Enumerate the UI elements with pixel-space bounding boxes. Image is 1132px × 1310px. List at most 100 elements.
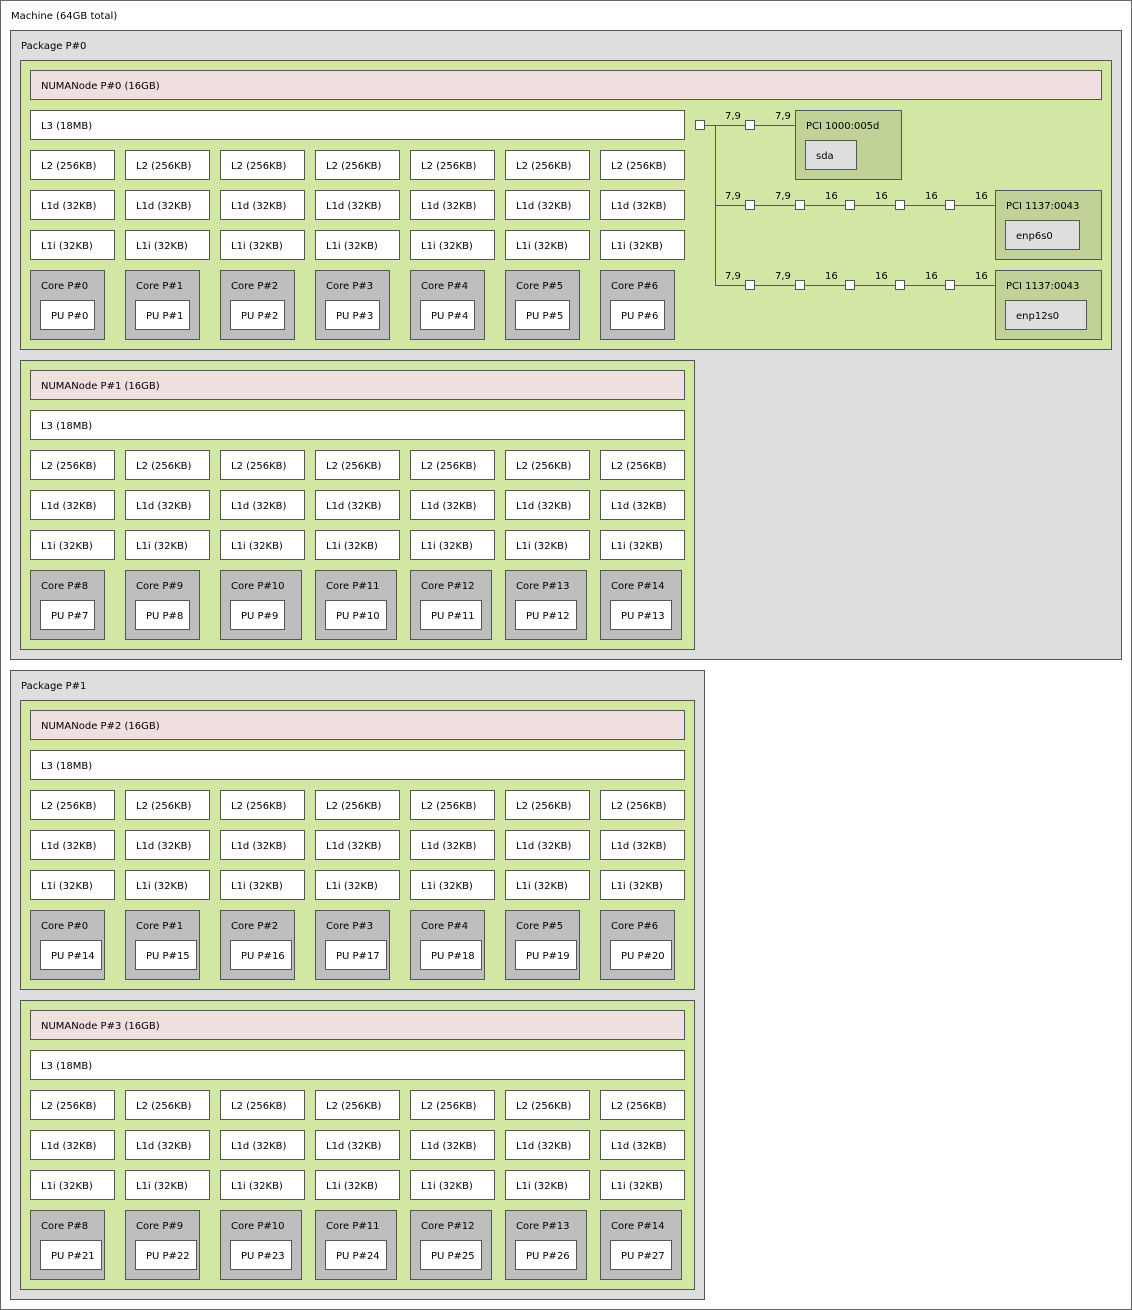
- pci-bridge-icon: [745, 200, 755, 210]
- l2-cache: L2 (256KB): [30, 450, 115, 480]
- l2-cache: L2 (256KB): [505, 1090, 590, 1120]
- core-label: Core P#4: [421, 921, 469, 932]
- core-label: Core P#2: [231, 921, 279, 932]
- l2-cache-label: L2 (256KB): [421, 801, 477, 812]
- pu: PU P#0: [40, 300, 95, 330]
- pu-label: PU P#19: [526, 951, 570, 962]
- l2-cache-label: L2 (256KB): [136, 461, 192, 472]
- link-speed-label: 16: [975, 271, 988, 282]
- pu: PU P#2: [230, 300, 285, 330]
- l2-cache: L2 (256KB): [30, 150, 115, 180]
- l1d-cache-label: L1d (32KB): [516, 1141, 572, 1152]
- pu-label: PU P#24: [336, 1251, 380, 1262]
- pci-link-line: [715, 285, 995, 286]
- pu-label: PU P#14: [51, 951, 95, 962]
- core-label: Core P#14: [611, 1221, 665, 1232]
- pu: PU P#17: [325, 940, 387, 970]
- l1i-cache-label: L1i (32KB): [231, 881, 283, 892]
- l2-cache: L2 (256KB): [600, 790, 685, 820]
- l1i-cache-label: L1i (32KB): [136, 881, 188, 892]
- core-label: Core P#1: [136, 281, 184, 292]
- l1i-cache-label: L1i (32KB): [326, 881, 378, 892]
- pu: PU P#23: [230, 1240, 292, 1270]
- core: Core P#14 PU P#13: [600, 570, 682, 640]
- l1d-cache: L1d (32KB): [125, 830, 210, 860]
- l1d-cache-label: L1d (32KB): [516, 201, 572, 212]
- core-label: Core P#9: [136, 1221, 184, 1232]
- l2-cache: L2 (256KB): [30, 1090, 115, 1120]
- l1i-cache-label: L1i (32KB): [611, 541, 663, 552]
- pu-label: PU P#6: [621, 311, 659, 322]
- core-label: Core P#2: [231, 281, 279, 292]
- pu-label: PU P#11: [431, 611, 475, 622]
- pu: PU P#24: [325, 1240, 387, 1270]
- l1d-cache-label: L1d (32KB): [41, 201, 97, 212]
- core-label: Core P#14: [611, 581, 665, 592]
- l1i-cache-label: L1i (32KB): [516, 881, 568, 892]
- pci-bridge-icon: [895, 280, 905, 290]
- link-speed-label: 7,9: [775, 271, 791, 282]
- pu: PU P#6: [610, 300, 665, 330]
- numa-node: NUMANode P#1 (16GB): [30, 370, 685, 400]
- os-device: enp6s0: [1005, 220, 1080, 250]
- pu-label: PU P#4: [431, 311, 469, 322]
- l1d-cache: L1d (32KB): [125, 490, 210, 520]
- pci-bridge-icon: [895, 200, 905, 210]
- link-speed-label: 16: [875, 271, 888, 282]
- pu: PU P#10: [325, 600, 387, 630]
- l1d-cache: L1d (32KB): [30, 190, 115, 220]
- numa-node-label: NUMANode P#1 (16GB): [41, 381, 160, 392]
- link-speed-label: 7,9: [775, 191, 791, 202]
- numa-node-label: NUMANode P#0 (16GB): [41, 81, 160, 92]
- l3-cache-label: L3 (18MB): [41, 121, 93, 132]
- l1d-cache: L1d (32KB): [410, 830, 495, 860]
- l1d-cache: L1d (32KB): [315, 190, 400, 220]
- package-label: Package P#1: [21, 681, 87, 692]
- l2-cache: L2 (256KB): [315, 150, 400, 180]
- l2-cache: L2 (256KB): [315, 790, 400, 820]
- l3-cache: L3 (18MB): [30, 410, 685, 440]
- l2-cache-label: L2 (256KB): [231, 161, 287, 172]
- core-label: Core P#10: [231, 581, 285, 592]
- core-label: Core P#3: [326, 921, 374, 932]
- l1d-cache-label: L1d (32KB): [326, 1141, 382, 1152]
- l2-cache-label: L2 (256KB): [41, 1101, 97, 1112]
- pu: PU P#9: [230, 600, 285, 630]
- l1d-cache: L1d (32KB): [220, 1130, 305, 1160]
- l1d-cache-label: L1d (32KB): [136, 201, 192, 212]
- pu: PU P#7: [40, 600, 95, 630]
- l1d-cache: L1d (32KB): [30, 490, 115, 520]
- l1i-cache-label: L1i (32KB): [611, 241, 663, 252]
- package-label: Package P#0: [21, 41, 87, 52]
- l3-cache: L3 (18MB): [30, 1050, 685, 1080]
- l1d-cache: L1d (32KB): [505, 190, 590, 220]
- l1i-cache: L1i (32KB): [30, 1170, 115, 1200]
- pu-label: PU P#5: [526, 311, 564, 322]
- l1d-cache-label: L1d (32KB): [326, 501, 382, 512]
- l1d-cache: L1d (32KB): [600, 490, 685, 520]
- l1i-cache-label: L1i (32KB): [611, 1181, 663, 1192]
- l1i-cache-label: L1i (32KB): [421, 881, 473, 892]
- core: Core P#10 PU P#9: [220, 570, 302, 640]
- pu-label: PU P#27: [621, 1251, 665, 1262]
- l1i-cache-label: L1i (32KB): [41, 541, 93, 552]
- pu: PU P#13: [610, 600, 672, 630]
- pu: PU P#1: [135, 300, 190, 330]
- pci-bridge-icon: [945, 280, 955, 290]
- l1d-cache: L1d (32KB): [125, 190, 210, 220]
- pu: PU P#20: [610, 940, 672, 970]
- l1i-cache: L1i (32KB): [315, 1170, 400, 1200]
- l1d-cache: L1d (32KB): [315, 830, 400, 860]
- l2-cache: L2 (256KB): [220, 1090, 305, 1120]
- pu-label: PU P#25: [431, 1251, 475, 1262]
- l1i-cache-label: L1i (32KB): [41, 241, 93, 252]
- pu: PU P#21: [40, 1240, 102, 1270]
- l1d-cache: L1d (32KB): [410, 1130, 495, 1160]
- l2-cache: L2 (256KB): [125, 1090, 210, 1120]
